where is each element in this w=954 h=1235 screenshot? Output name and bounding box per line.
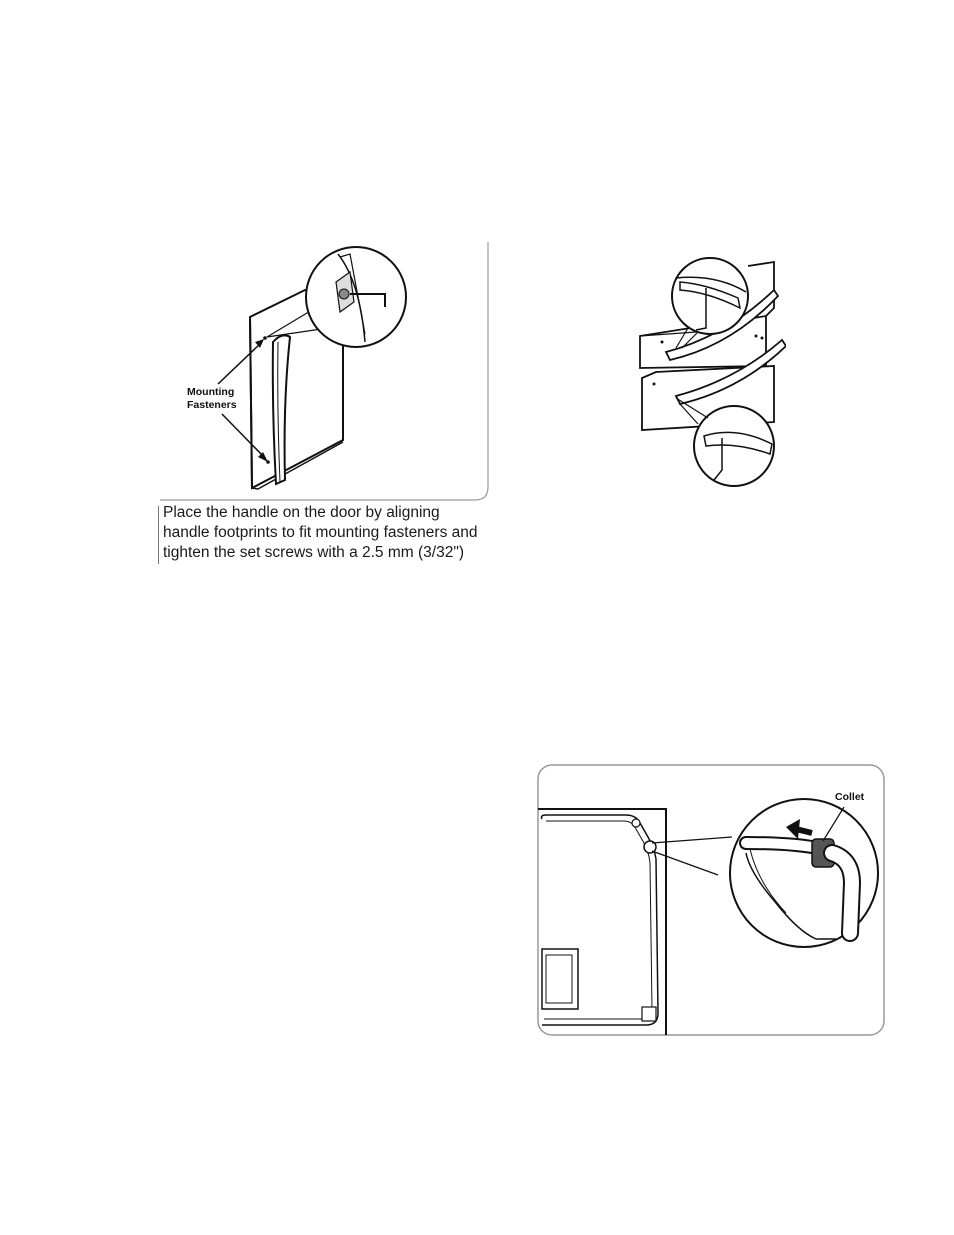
drawer-handles-illustration [636,248,786,488]
caption-line-3: tighten the set screws with a 2.5 mm (3/… [163,543,498,563]
collet-figure: Collet [536,763,888,1038]
caption-line-2: handle footprints to fit mounting fasten… [163,523,498,543]
caption-line-1: Place the handle on the door by aligning [163,503,498,523]
mounting-label-line1: Mounting [187,386,234,398]
collet-label: Collet [835,791,865,803]
instruction-caption: Place the handle on the door by aligning… [163,503,498,563]
drawer-handles-figure [636,248,786,488]
mounting-label-line2: Fasteners [187,399,237,411]
caption-marker [158,506,159,564]
door-handle-illustration: Mounting Fasteners [160,242,492,504]
door-handle-figure: Mounting Fasteners [160,242,492,504]
collet-illustration: Collet [536,763,888,1038]
